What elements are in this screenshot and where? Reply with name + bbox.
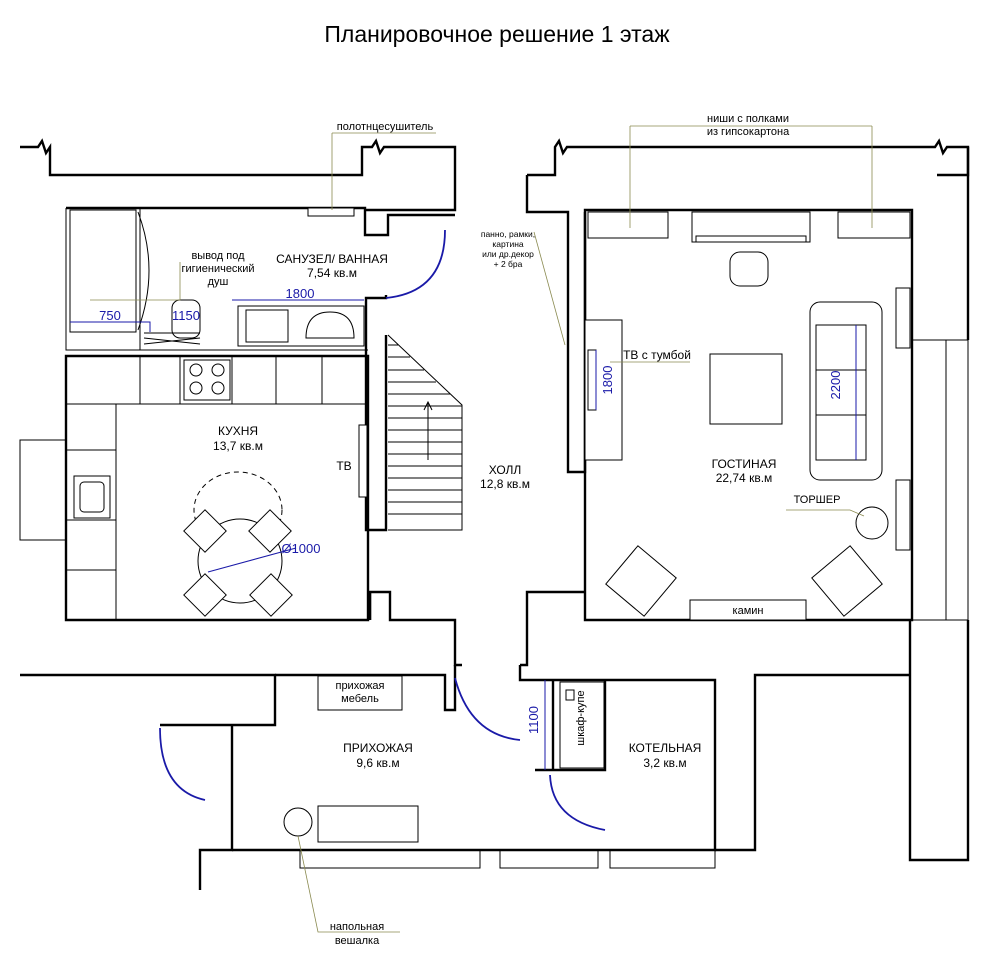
wardrobe bbox=[559, 681, 605, 769]
hall-furniture-label-1: прихожая bbox=[335, 680, 384, 692]
hall-furniture bbox=[317, 675, 403, 711]
decor-label-4: + 2 бра bbox=[494, 259, 523, 269]
fireplace bbox=[689, 599, 807, 621]
dim-1800-bath: 1800 bbox=[286, 286, 315, 301]
hanger-label-2: вешалка bbox=[335, 935, 380, 947]
room-area-kitchen: 13,7 кв.м bbox=[213, 439, 263, 453]
kitchen-tv bbox=[358, 424, 368, 498]
cooktop-icon bbox=[183, 359, 231, 401]
towel-dryer-label: полотнцесушитель bbox=[337, 121, 434, 133]
kitchen-fixtures bbox=[66, 356, 368, 620]
sofa bbox=[809, 301, 883, 481]
niches-label-1: ниши с полками bbox=[707, 113, 789, 125]
dim-2200: 2200 bbox=[828, 371, 843, 400]
dim-1100: 1100 bbox=[526, 706, 541, 734]
floor-hanger bbox=[283, 807, 313, 837]
hall-furniture-label-2: мебель bbox=[341, 693, 379, 705]
niche-right bbox=[837, 211, 911, 239]
entrance-fixtures bbox=[283, 675, 605, 843]
floor-lamp-label: ТОРШЕР bbox=[794, 494, 841, 506]
niche-left bbox=[587, 211, 669, 239]
stairs bbox=[387, 334, 463, 531]
living-fixtures bbox=[584, 211, 911, 621]
fireplace-label: камин bbox=[733, 605, 764, 617]
armchair-left bbox=[605, 545, 677, 617]
room-area-entrance: 9,6 кв.м bbox=[356, 756, 399, 770]
shower-label-2: гигиенический bbox=[181, 263, 254, 275]
kitchen-tv-label: ТВ bbox=[336, 459, 351, 473]
room-name-entrance: ПРИХОЖАЯ bbox=[343, 741, 413, 755]
curtain-bottom bbox=[895, 479, 911, 551]
dim-750: 750 bbox=[99, 308, 121, 323]
towel-dryer bbox=[307, 207, 355, 217]
toilet bbox=[171, 299, 201, 339]
curtain-top bbox=[895, 287, 911, 349]
washing-machine bbox=[245, 309, 289, 343]
boiler-door bbox=[549, 774, 606, 831]
hall-door bbox=[454, 677, 521, 741]
plan-title: Планировочное решение 1 этаж bbox=[324, 21, 670, 47]
room-name-boiler: КОТЕЛЬНАЯ bbox=[629, 741, 702, 755]
room-area-hall: 12,8 кв.м bbox=[480, 477, 530, 491]
coffee-table bbox=[709, 353, 783, 425]
room-area-living: 22,74 кв.м bbox=[716, 471, 773, 485]
dim-1800-tv: 1800 bbox=[600, 366, 615, 395]
wardrobe-label: шкаф-купе bbox=[575, 690, 587, 745]
living-tv bbox=[587, 349, 597, 411]
room-name-hall: ХОЛЛ bbox=[489, 463, 522, 477]
decor-label-3: или др.декор bbox=[482, 249, 534, 259]
bathroom-fixtures bbox=[69, 207, 365, 347]
room-area-bathroom: 7,54 кв.м bbox=[307, 266, 357, 280]
hanger-label-1: напольная bbox=[330, 921, 384, 933]
entrance-main-door bbox=[159, 727, 206, 801]
dim-1000: Ø1000 bbox=[281, 541, 320, 556]
tv-stand-label: ТВ с тумбой bbox=[623, 348, 691, 362]
decor-label-2: картина bbox=[492, 239, 524, 249]
room-name-kitchen: КУХНЯ bbox=[218, 424, 258, 438]
sink-icon bbox=[305, 311, 355, 339]
bathroom-door bbox=[385, 229, 446, 299]
armchair-right bbox=[811, 545, 883, 617]
niches-label-2: из гипсокартона bbox=[707, 126, 790, 138]
dim-1150: 1150 bbox=[172, 308, 200, 323]
shower-label-1: вывод под bbox=[191, 250, 245, 262]
room-area-boiler: 3,2 кв.м bbox=[643, 756, 686, 770]
piano bbox=[691, 211, 811, 243]
bench bbox=[317, 805, 419, 843]
floor-lamp bbox=[855, 506, 889, 540]
decor-label-1: панно, рамки, bbox=[481, 229, 535, 239]
room-name-living: ГОСТИНАЯ bbox=[712, 457, 777, 471]
bathtub bbox=[69, 209, 137, 333]
room-name-bathroom: САНУЗЕЛ/ ВАННАЯ bbox=[276, 252, 388, 266]
walls bbox=[19, 138, 970, 890]
shower-label-3: душ bbox=[208, 276, 229, 288]
piano-stool bbox=[729, 251, 769, 287]
